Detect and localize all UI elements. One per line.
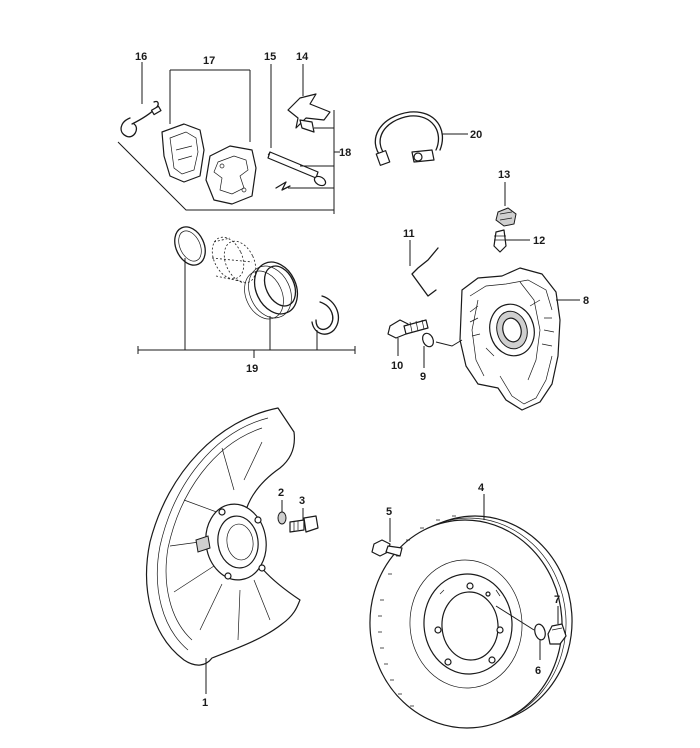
callout-14: 14 [296, 51, 309, 63]
bleeder-parts [493, 182, 530, 253]
brake-rotor-part [369, 494, 573, 729]
callout-18: 18 [339, 147, 351, 159]
cross-spring-part [287, 93, 331, 133]
callout-20: 20 [470, 129, 482, 141]
callout-16: 16 [135, 51, 147, 63]
spring-clip-small-part [275, 181, 291, 191]
dust-shield-part [145, 407, 301, 694]
callout-8: 8 [583, 295, 589, 307]
callout-12: 12 [533, 235, 545, 247]
callout-1: 1 [202, 697, 208, 709]
callout-17: 17 [203, 55, 215, 67]
callout-10: 10 [391, 360, 403, 372]
brake-pad-front-part [161, 123, 205, 183]
callout-7: 7 [554, 594, 560, 606]
caliper-group [387, 240, 580, 411]
rotor-screw-part [371, 518, 403, 557]
callout-13: 13 [498, 169, 510, 181]
seal-kit-group [137, 226, 356, 358]
callout-5: 5 [386, 506, 392, 518]
brake-pad-rear-part [205, 145, 257, 205]
callout-4: 4 [478, 482, 485, 494]
callout-19: 19 [246, 363, 258, 375]
callout-11: 11 [403, 228, 415, 240]
callout-labels: 16 17 15 14 18 20 13 12 11 8 10 9 19 2 3… [135, 51, 589, 709]
callout-6: 6 [535, 665, 541, 677]
retaining-pin-part [267, 151, 327, 187]
brake-hose-part [374, 111, 468, 166]
pad-kit-group [117, 62, 340, 214]
wheel-nut-parts [495, 605, 567, 660]
callout-3: 3 [299, 495, 305, 507]
shield-fasteners [277, 500, 319, 533]
callout-9: 9 [420, 371, 426, 383]
callout-2: 2 [278, 487, 284, 499]
wear-sensor-part [120, 100, 162, 138]
callout-15: 15 [264, 51, 276, 63]
